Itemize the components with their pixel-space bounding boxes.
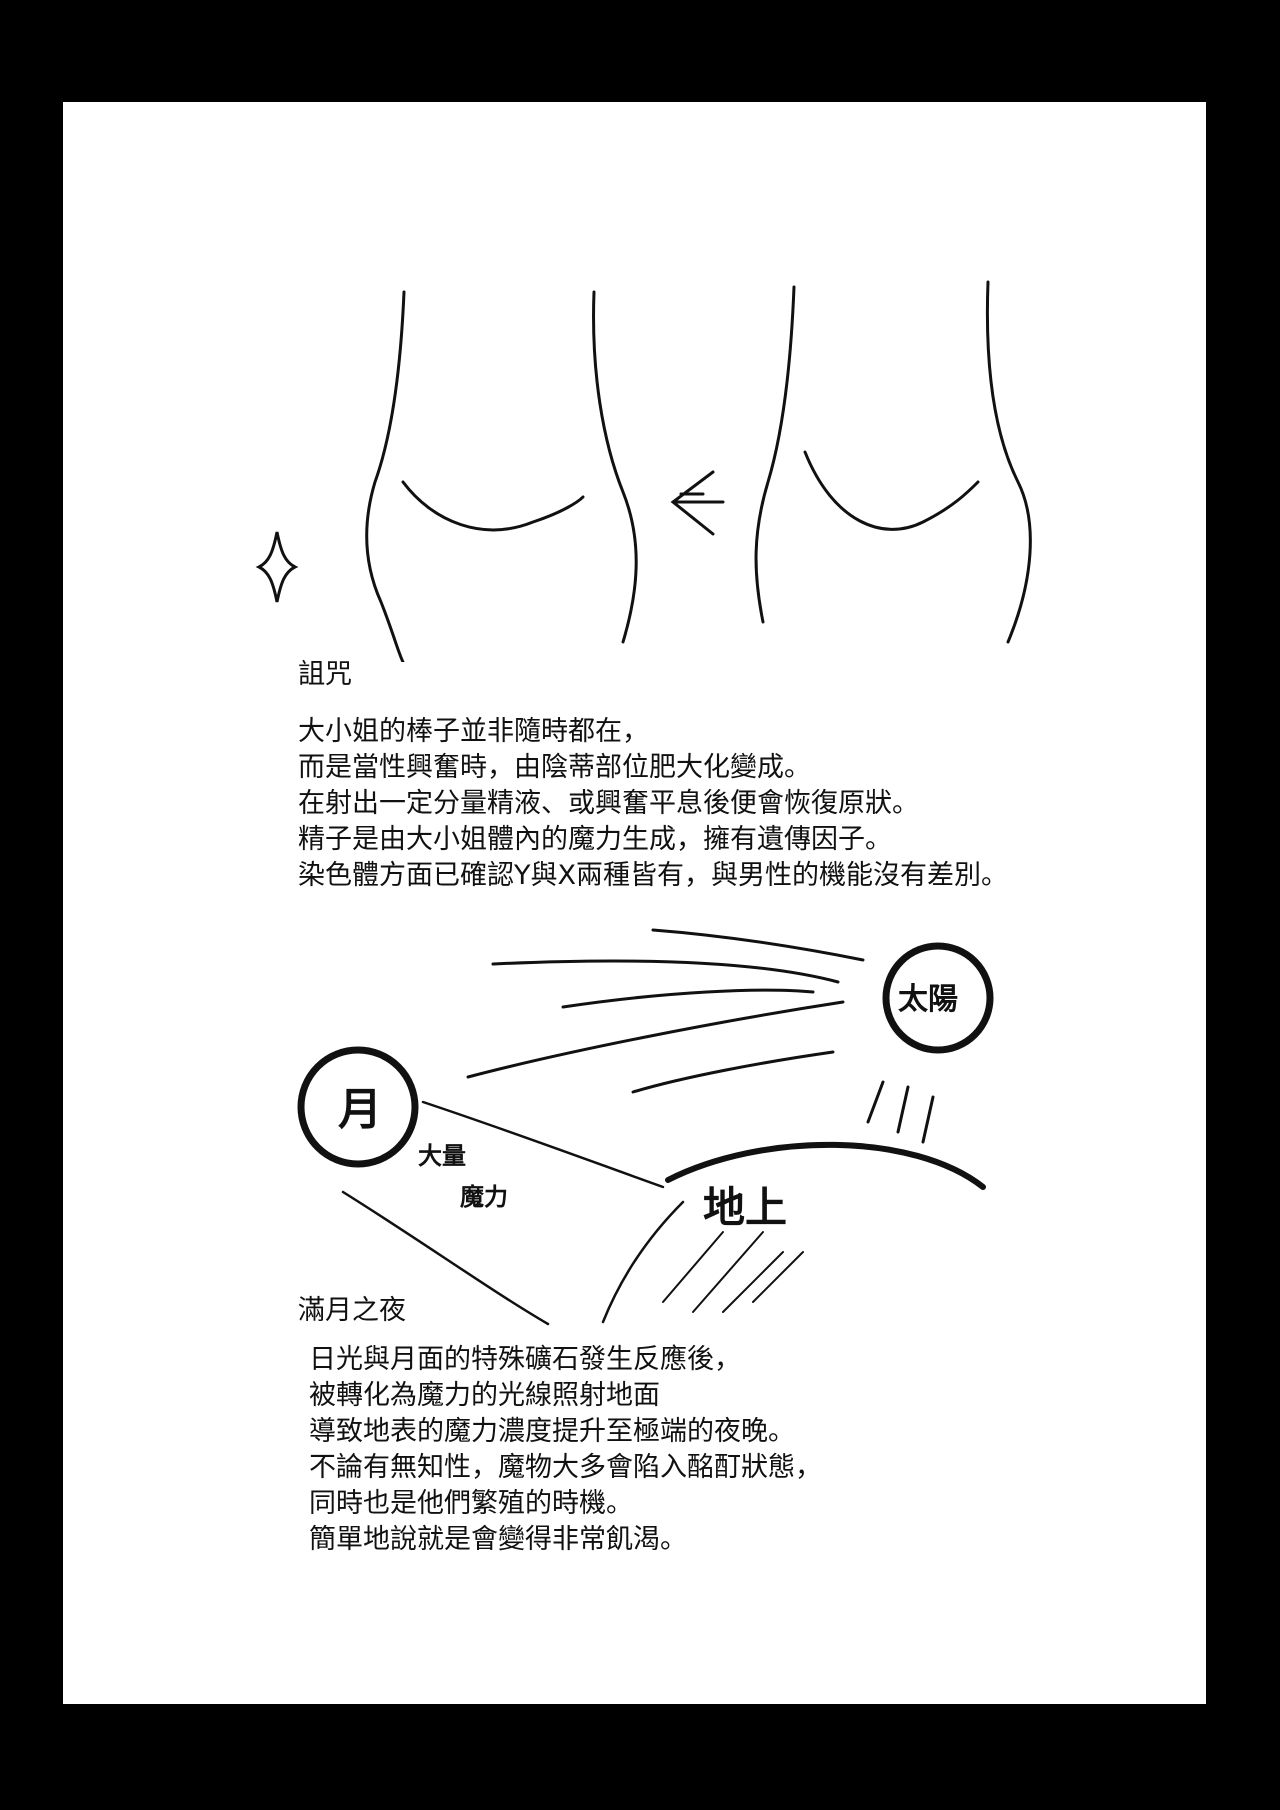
text-line: 精子是由大小姐體內的魔力生成，擁有遺傳因子。 [298,824,892,855]
sparkle-icon [255,531,299,603]
ground-label: 地上 [703,1183,787,1232]
section2-title: 滿月之夜 [298,1295,406,1326]
text-line: 而是當性興奮時，由陰蒂部位肥大化變成。 [298,752,811,783]
light-rays [466,928,935,1144]
moon-sun-diagram: 月 太陽 大量 魔力 地上 [297,928,994,1326]
left-figure-outline [365,290,406,662]
section1-paragraph: 大小姐的棒子並非隨時都在， 而是當性興奮時，由陰蒂部位肥大化變成。 在射出一定分… [298,714,1008,894]
text-line: 染色體方面已確認Y與X兩種皆有，與男性的機能沒有差別。 [298,860,1008,891]
sun-circle [882,942,994,1054]
text-line: 同時也是他們繁殖的時機。 [309,1488,633,1519]
ground-arc [665,1141,986,1190]
left-figure-outline-right [592,290,638,644]
text-line: 不論有無知性，魔物大多會陷入酩酊狀態， [309,1452,822,1483]
arrow-icon [670,470,725,536]
section1-title: 詛咒 [298,659,352,690]
magic-label-1: 大量 [418,1142,466,1170]
text-line: 被轉化為魔力的光線照射地面 [309,1380,660,1411]
text-line: 簡單地說就是會變得非常飢渴。 [309,1524,687,1555]
text-line: 日光與月面的特殊礦石發生反應後， [309,1344,741,1375]
manga-page: 詛咒 大小姐的棒子並非隨時都在， 而是當性興奮時，由陰蒂部位肥大化變成。 在射出… [63,102,1206,1704]
moon-label: 月 [338,1084,382,1135]
sun-label: 太陽 [898,982,958,1017]
moon-circle [297,1046,419,1168]
magic-label-2: 魔力 [460,1183,508,1211]
text-line: 在射出一定分量精液、或興奮平息後便會恢復原狀。 [298,788,919,819]
right-figure-outline [754,285,796,624]
text-line: 導致地表的魔力濃度提升至極端的夜晚。 [309,1416,795,1447]
section2-paragraph: 日光與月面的特殊礦石發生反應後， 被轉化為魔力的光線照射地面 導致地表的魔力濃度… [309,1342,822,1558]
left-figure-hip [401,480,585,532]
text-line: 大小姐的棒子並非隨時都在， [298,716,649,747]
figure-sketch [255,280,1032,662]
right-figure-outline-right [985,280,1032,644]
right-figure-hip [803,450,980,531]
